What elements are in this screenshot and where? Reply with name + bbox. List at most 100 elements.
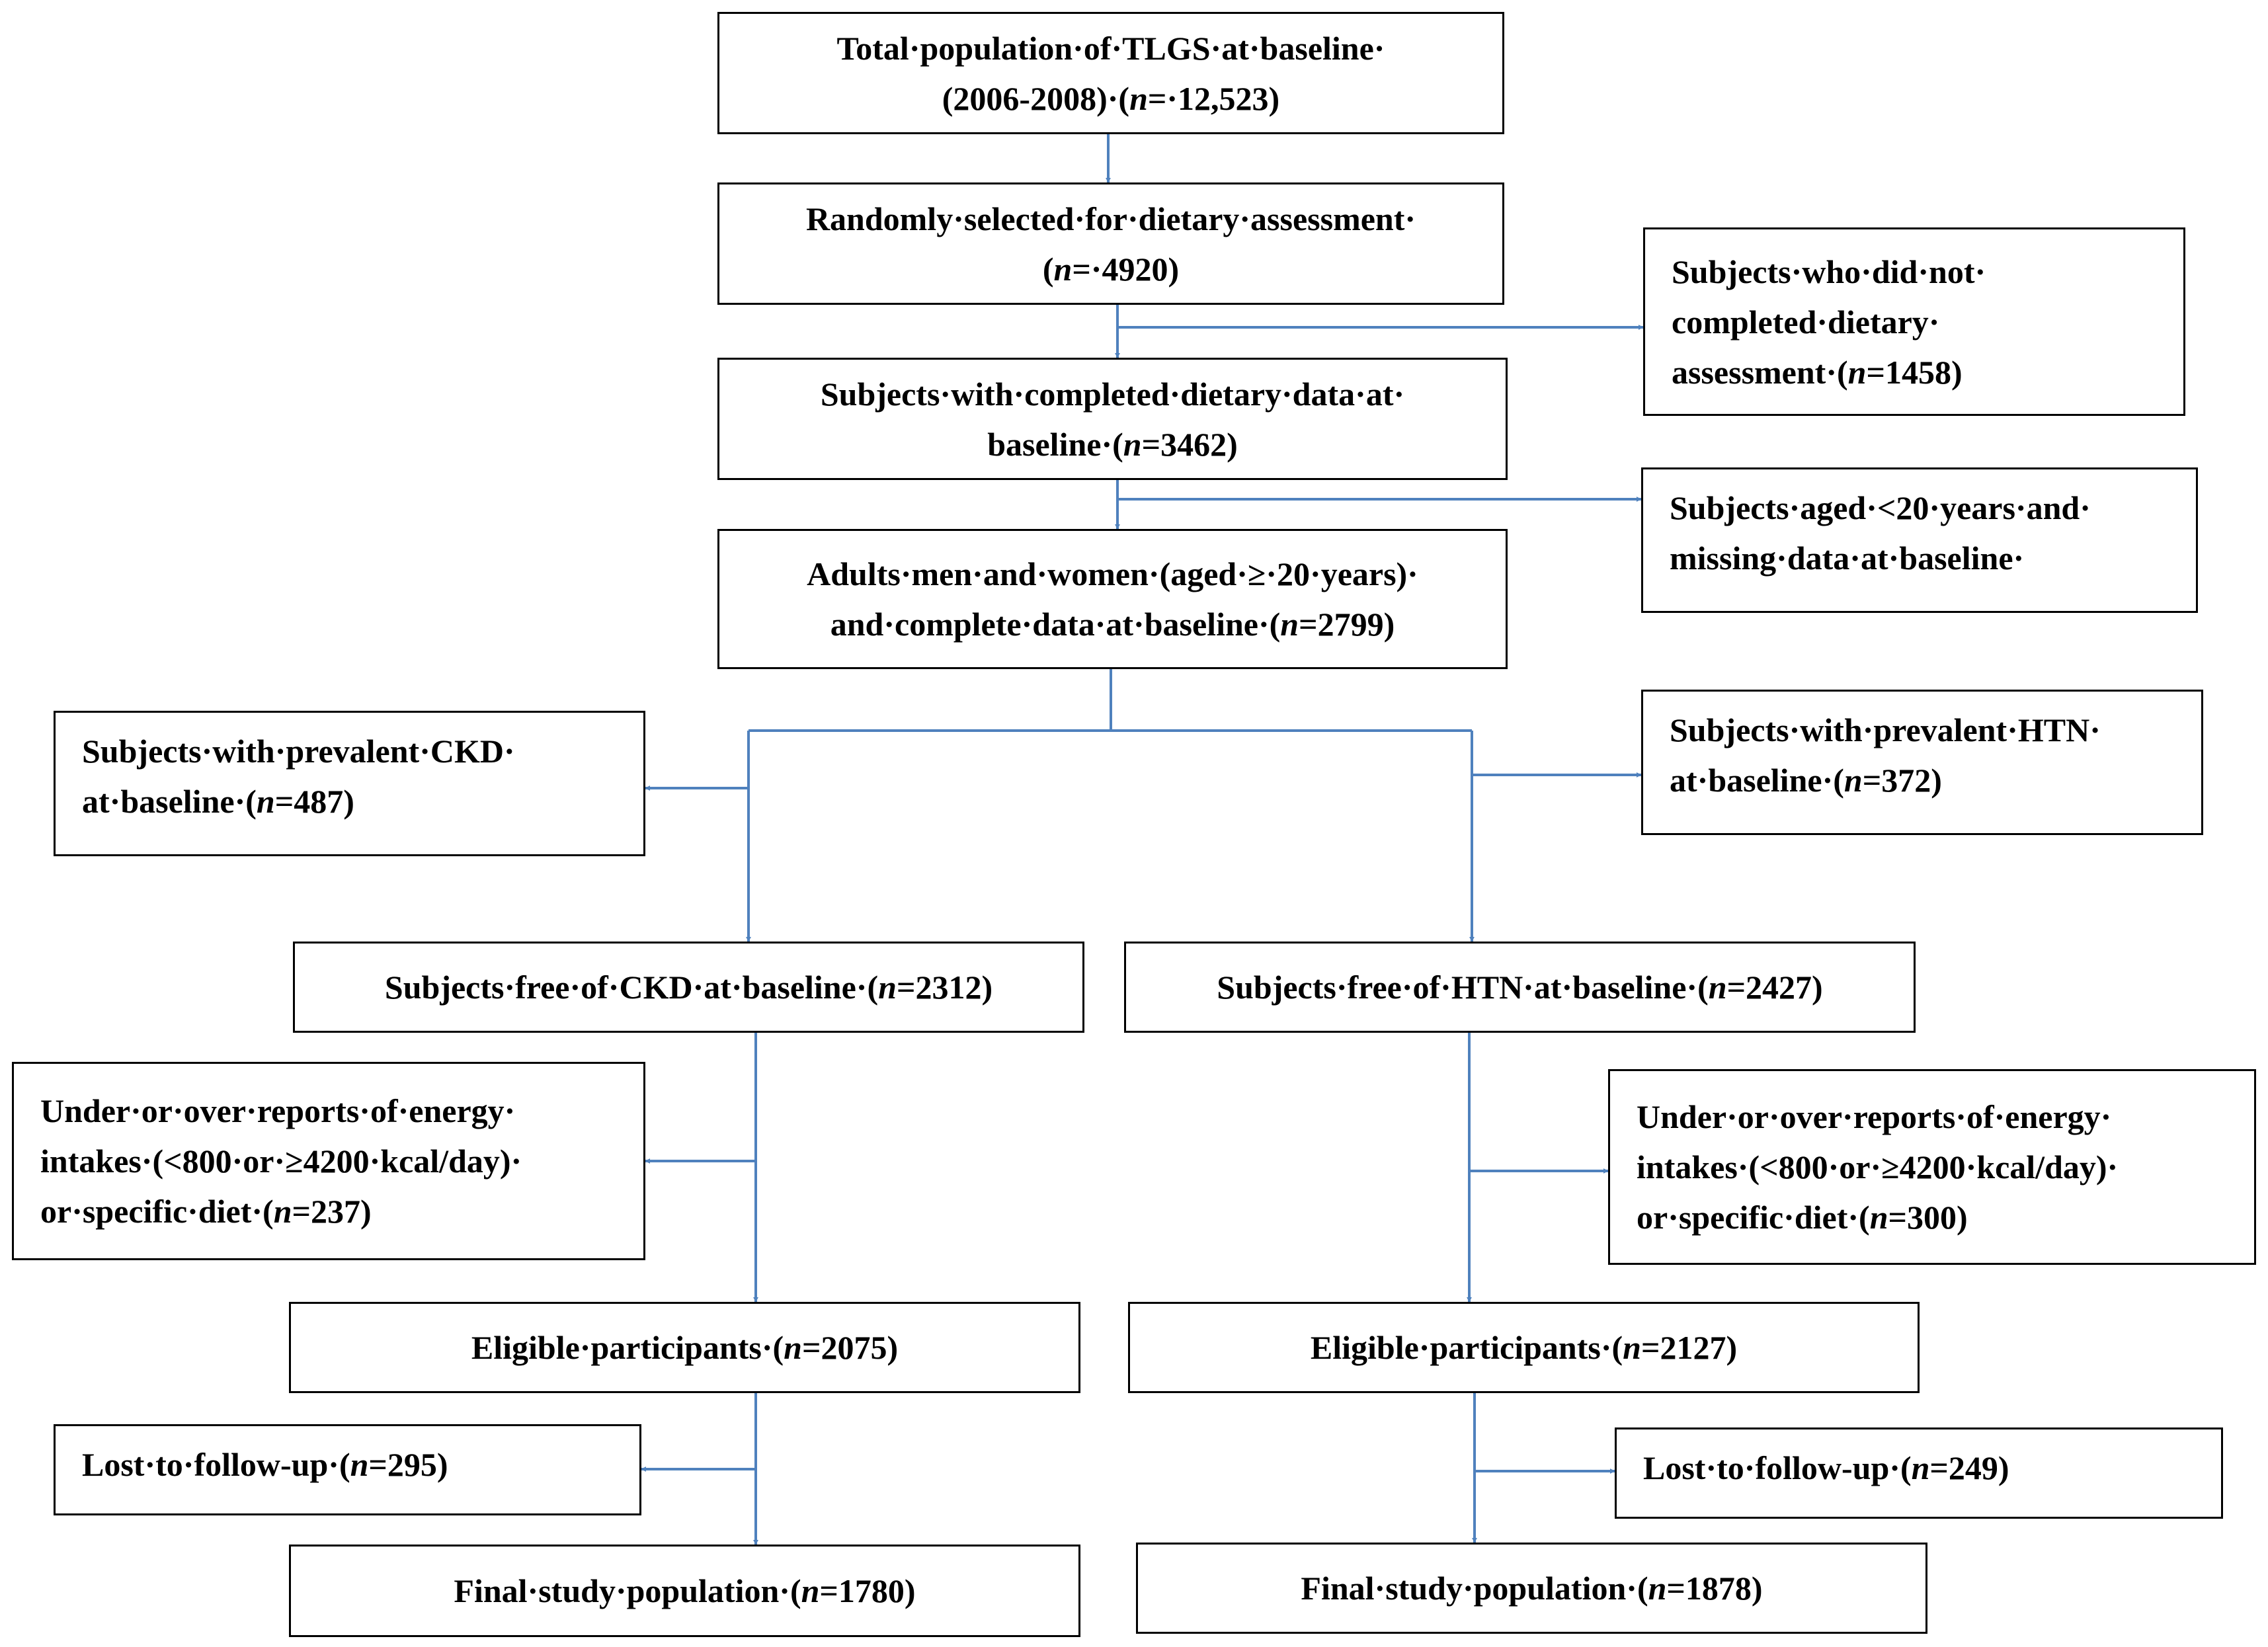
- total-population-line1: Total·population·of·TLGS·at·baseline·: [836, 29, 1385, 67]
- lost-htn-text: Lost·to·follow-up·(: [1643, 1449, 1912, 1486]
- adults-box: Adults·men·and·women·(aged·≥·20·years)· …: [717, 529, 1508, 669]
- total-population-line2: (2006-2008)·(n=·12,523): [942, 73, 1279, 124]
- completed-dietary-count: =3462): [1141, 425, 1238, 463]
- under-over-reports-ckd-box: Under·or·over·reports·of·energy· intakes…: [12, 1062, 645, 1260]
- under-over-reports-htn-box: Under·or·over·reports·of·energy· intakes…: [1608, 1069, 2256, 1265]
- prevalent-ckd-text: at·baseline·(: [82, 783, 257, 820]
- randomly-selected-count: =·4920): [1072, 250, 1180, 288]
- lost-htn-line1: Lost·to·follow-up·(n=249): [1643, 1443, 2009, 1493]
- n-symbol: n: [273, 1193, 292, 1230]
- final-study-population-ckd-box: Final·study·population·(n=1780): [289, 1545, 1080, 1637]
- n-symbol: n: [1869, 1199, 1888, 1236]
- n-symbol: n: [350, 1446, 369, 1483]
- completed-dietary-text: baseline·(: [987, 425, 1123, 463]
- final-htn-count: =1878): [1666, 1570, 1763, 1607]
- prevalent-htn-text: at·baseline·(: [1670, 762, 1844, 799]
- final-htn-text: Final·study·population·(: [1301, 1570, 1648, 1607]
- randomly-selected-line1: Randomly·selected·for·dietary·assessment…: [805, 200, 1416, 237]
- prevalent-ckd-count: =487): [274, 783, 354, 820]
- free-of-ckd-text: Subjects·free·of·CKD·at·baseline·(: [384, 969, 879, 1006]
- final-ckd-count: =1780): [819, 1572, 916, 1609]
- total-population-count: =·12,523): [1147, 79, 1280, 117]
- prevalent-htn-count: =372): [1862, 762, 1942, 799]
- free-of-htn-text: Subjects·free·of·HTN·at·baseline·(: [1217, 969, 1709, 1006]
- final-study-population-htn-box: Final·study·population·(n=1878): [1136, 1543, 1927, 1634]
- free-of-htn-box: Subjects·free·of·HTN·at·baseline·(n=2427…: [1124, 942, 1916, 1033]
- completed-dietary-box: Subjects·with·completed·dietary·data·at·…: [717, 358, 1508, 480]
- completed-dietary-line1: Subjects·with·completed·dietary·data·at·: [820, 375, 1405, 413]
- lost-htn-count: =249): [1929, 1449, 2009, 1486]
- n-symbol: n: [1280, 606, 1299, 643]
- not-completed-line1: Subjects·who·did·not·: [1672, 253, 1986, 290]
- prevalent-htn-box: Subjects·with·prevalent·HTN· at·baseline…: [1641, 690, 2203, 835]
- lost-follow-up-htn-box: Lost·to·follow-up·(n=249): [1615, 1427, 2223, 1519]
- lost-ckd-text: Lost·to·follow-up·(: [82, 1446, 350, 1483]
- free-of-htn-count: =2427): [1726, 969, 1823, 1006]
- eligible-ckd-count: =2075): [801, 1329, 899, 1366]
- free-of-ckd-box: Subjects·free·of·CKD·at·baseline·(n=2312…: [293, 942, 1084, 1033]
- final-htn-line1: Final·study·population·(n=1878): [1301, 1563, 1762, 1613]
- lost-ckd-count: =295): [368, 1446, 448, 1483]
- final-ckd-line1: Final·study·population·(n=1780): [454, 1566, 915, 1616]
- under-over-ckd-line1: Under·or·over·reports·of·energy·: [40, 1092, 516, 1129]
- n-symbol: n: [1123, 425, 1142, 463]
- eligible-htn-text: Eligible·participants·(: [1310, 1329, 1623, 1366]
- under-over-htn-line1: Under·or·over·reports·of·energy·: [1637, 1098, 2112, 1135]
- adults-line2: and·complete·data·at·baseline·(n=2799): [830, 599, 1395, 649]
- under-over-htn-line3: or·specific·diet·(n=300): [1637, 1192, 1968, 1242]
- total-population-text: (2006-2008)·(: [942, 79, 1130, 117]
- under-over-ckd-count: =237): [292, 1193, 372, 1230]
- under-over-ckd-line3: or·specific·diet·(n=237): [40, 1186, 372, 1236]
- n-symbol: n: [1623, 1329, 1641, 1366]
- connector-group: [641, 134, 1644, 1545]
- not-completed-dietary-box: Subjects·who·did·not· completed·dietary·…: [1643, 227, 2185, 416]
- randomly-selected-box: Randomly·selected·for·dietary·assessment…: [717, 182, 1504, 305]
- prevalent-htn-line1: Subjects·with·prevalent·HTN·: [1670, 711, 2101, 748]
- under-over-ckd-text: or·specific·diet·(: [40, 1193, 274, 1230]
- prevalent-ckd-line2: at·baseline·(n=487): [82, 776, 354, 826]
- eligible-htn-count: =2127): [1640, 1329, 1738, 1366]
- eligible-ckd-line1: Eligible·participants·(n=2075): [471, 1322, 898, 1373]
- n-symbol: n: [1911, 1449, 1930, 1486]
- free-of-ckd-count: =2312): [896, 969, 993, 1006]
- free-of-htn-line1: Subjects·free·of·HTN·at·baseline·(n=2427…: [1217, 962, 1822, 1012]
- n-symbol: n: [1648, 1570, 1667, 1607]
- total-population-box: Total·population·of·TLGS·at·baseline· (2…: [717, 12, 1504, 134]
- not-completed-line3: assessment·(n=1458): [1672, 347, 1963, 397]
- n-symbol: n: [878, 969, 897, 1006]
- adults-line1: Adults·men·and·women·(aged·≥·20·years)·: [807, 555, 1418, 592]
- adults-text: and·complete·data·at·baseline·(: [830, 606, 1281, 643]
- eligible-ckd-box: Eligible·participants·(n=2075): [289, 1302, 1080, 1393]
- n-symbol: n: [1847, 353, 1867, 391]
- not-completed-text: assessment·(: [1672, 353, 1848, 391]
- n-symbol: n: [801, 1572, 820, 1609]
- eligible-htn-line1: Eligible·participants·(n=2127): [1311, 1322, 1737, 1373]
- under-over-ckd-line2: intakes·(<800·or·≥4200·kcal/day)·: [40, 1143, 522, 1180]
- n-symbol: n: [256, 783, 275, 820]
- not-completed-line2: completed·dietary·: [1672, 303, 1940, 341]
- lost-ckd-line1: Lost·to·follow-up·(n=295): [82, 1439, 448, 1490]
- prevalent-ckd-line1: Subjects·with·prevalent·CKD·: [82, 733, 515, 770]
- n-symbol: n: [1129, 79, 1148, 117]
- completed-dietary-line2: baseline·(n=3462): [987, 419, 1238, 469]
- aged-under-20-box: Subjects·aged·<20·years·and· missing·dat…: [1641, 467, 2198, 613]
- prevalent-ckd-box: Subjects·with·prevalent·CKD· at·baseline…: [54, 711, 645, 856]
- under-over-htn-text: or·specific·diet·(: [1637, 1199, 1870, 1236]
- final-ckd-text: Final·study·population·(: [454, 1572, 801, 1609]
- randomly-selected-text: (: [1042, 250, 1054, 288]
- under-over-htn-count: =300): [1888, 1199, 1968, 1236]
- under-over-htn-line2: intakes·(<800·or·≥4200·kcal/day)·: [1637, 1148, 2119, 1185]
- adults-count: =2799): [1299, 606, 1395, 643]
- aged-under-20-line2: missing·data·at·baseline·: [1670, 540, 2025, 577]
- free-of-ckd-line1: Subjects·free·of·CKD·at·baseline·(n=2312…: [385, 962, 992, 1012]
- randomly-selected-line2: (n=·4920): [1043, 244, 1179, 294]
- aged-under-20-line1: Subjects·aged·<20·years·and·: [1670, 489, 2091, 526]
- n-symbol: n: [1053, 250, 1073, 288]
- eligible-ckd-text: Eligible·participants·(: [471, 1329, 784, 1366]
- prevalent-htn-line2: at·baseline·(n=372): [1670, 755, 1942, 805]
- eligible-htn-box: Eligible·participants·(n=2127): [1128, 1302, 1920, 1393]
- lost-follow-up-ckd-box: Lost·to·follow-up·(n=295): [54, 1424, 641, 1515]
- not-completed-count: =1458): [1866, 353, 1963, 391]
